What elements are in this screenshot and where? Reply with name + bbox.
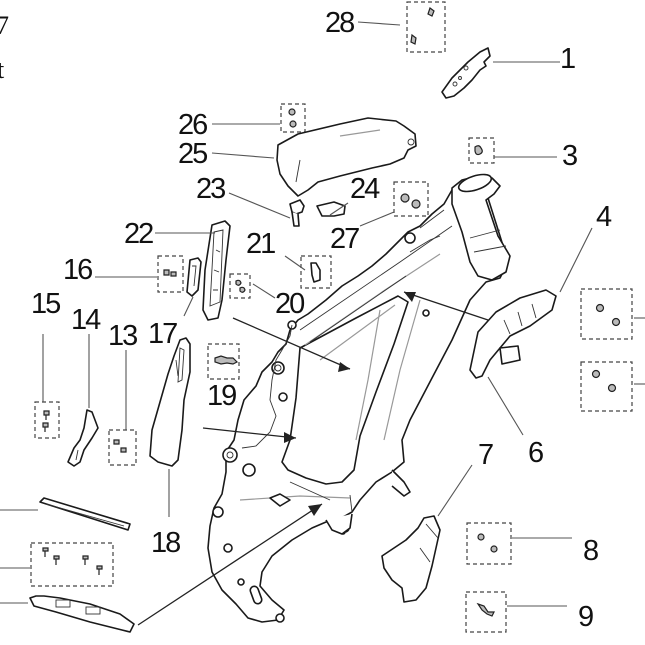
leader-lines [0,21,645,607]
arrow-head [284,432,296,443]
callout-17: 17 [148,318,177,350]
part-17-small-plate[interactable] [186,257,202,297]
part-26-hardware-kit[interactable] [280,103,306,133]
arrow-head [308,504,322,516]
callout-3: 3 [562,140,577,172]
callout-15: 15 [31,288,60,320]
part-22-plate[interactable] [202,220,231,321]
part-19-hardware-kit[interactable] [207,343,240,380]
part-1-bracket[interactable] [441,47,491,99]
part-28-hardware-kit[interactable] [393,181,429,217]
part-4-side-plate[interactable] [469,289,557,379]
part-18-guard[interactable] [149,337,191,467]
arrow-head [404,292,416,302]
edge-text-fragment-1: 7 [0,11,9,40]
callout-1: 1 [560,43,575,75]
part-hardware-box-right-upper[interactable] [580,288,633,340]
callout-25: 25 [178,138,207,170]
callout-27: 28 [325,7,354,39]
callout-9: 9 [578,601,593,633]
callout-24: 24 [350,173,380,205]
callout-8: 8 [583,535,598,567]
callout-13: 13 [108,320,137,352]
part-3-hardware-kit[interactable] [468,137,495,164]
part-screw-kit[interactable] [30,542,114,587]
callout-14: 14 [71,304,101,336]
callout-18: 18 [151,527,180,559]
callout-21: 21 [246,228,275,260]
part-strip[interactable] [39,497,131,531]
callout-16: 16 [63,254,92,286]
callout-23: 23 [196,173,225,205]
callout-7: 7 [478,439,493,471]
callout-26: 26 [178,109,207,141]
edge-text-fragment-2: t [0,55,5,84]
part-21-clip-kit[interactable] [300,255,332,289]
part-20-hardware-kit[interactable] [229,273,251,299]
part-24-pad[interactable] [316,201,346,217]
part-hardware-box-right-lower[interactable] [580,361,633,412]
part-7-cover[interactable] [381,515,441,603]
callout-6: 6 [528,437,543,469]
callout-4: 4 [596,201,612,233]
callout-19: 19 [207,380,236,412]
part-rail[interactable] [29,595,135,633]
callout-22: 22 [124,218,153,250]
part-8-hardware-kit[interactable] [466,522,512,565]
part-9-hardware-kit[interactable] [465,591,507,633]
part-14-bracket[interactable] [67,409,99,467]
main-frame[interactable] [207,171,511,623]
part-27-hardware-kit[interactable] [406,1,446,53]
part-23-stud[interactable] [289,199,305,227]
arrow-head [338,362,350,372]
assembly-arrows [137,291,489,626]
part-25-top-cover[interactable] [276,117,417,197]
callout-28: 27 [330,223,359,255]
callout-labels: 28 1 3 26 25 23 24 27 4 22 21 16 20 15 1… [31,7,614,633]
part-15-hardware-kit[interactable] [34,401,60,439]
part-16-hardware-kit[interactable] [157,255,184,293]
part-13-hardware-kit[interactable] [108,429,137,466]
callout-20: 20 [275,288,304,320]
